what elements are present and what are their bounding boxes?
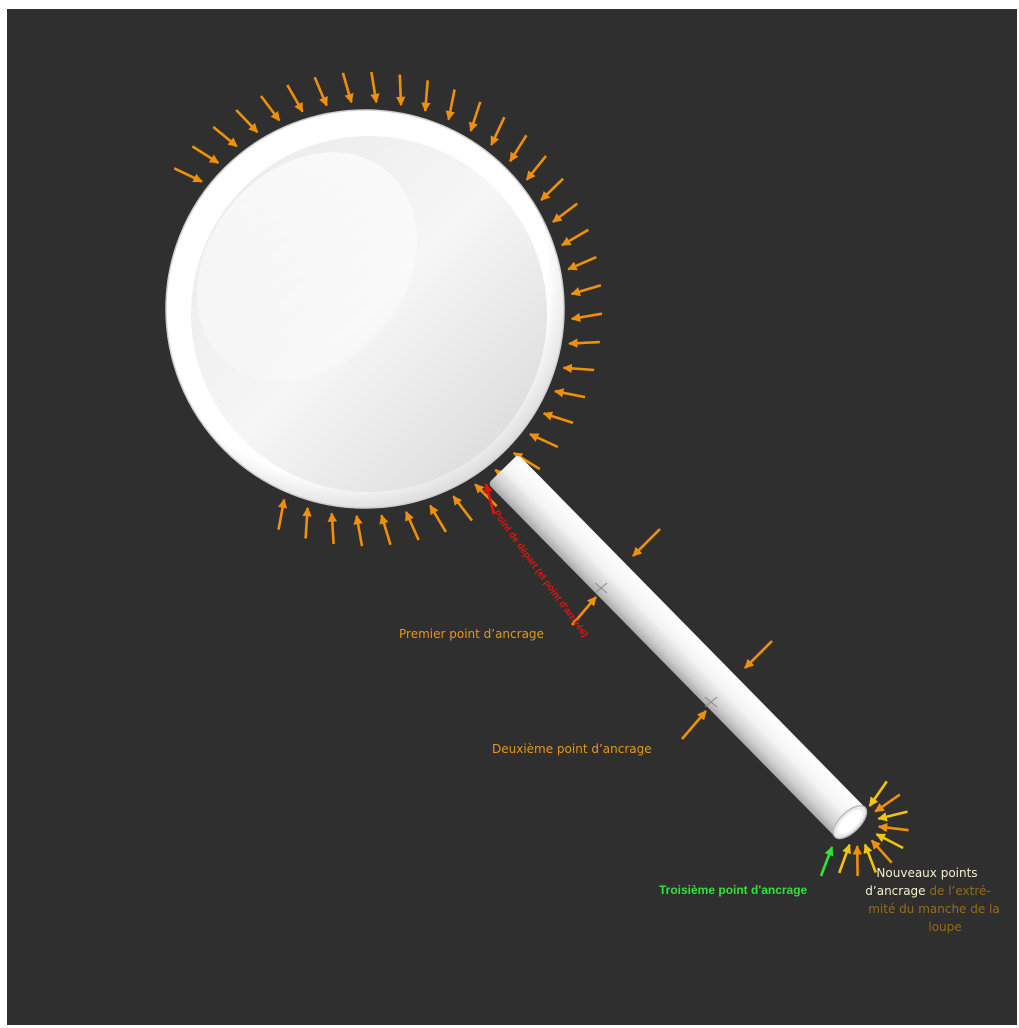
lens-arrow (343, 73, 352, 103)
new-points-label: Nouveaux points d’ancrage de l’extré- mi… (865, 866, 999, 934)
lens-arrow (453, 496, 472, 520)
handle-arrow-3 (745, 641, 772, 668)
lens-arrow (491, 117, 504, 145)
new-points-line-2: d’ancrage de l’extré- (865, 884, 990, 898)
lens-arrow (261, 96, 279, 121)
lens-arrow (569, 342, 600, 344)
end-cap-arrow (839, 845, 849, 873)
lens-arrow (425, 80, 428, 111)
lens-arrow (400, 75, 401, 106)
first-anchor-label: Premier point d’ancrage (399, 627, 544, 641)
lens-arrow (568, 257, 596, 269)
third-anchor-label: Troisième point d'ancrage (659, 883, 808, 897)
new-points-line-2a: d’ancrage (865, 884, 925, 898)
lens-arrow (406, 512, 419, 540)
magnifying-glass-lens-icon (152, 108, 564, 508)
handle-arrow-4 (682, 711, 706, 739)
end-cap-arrow (875, 795, 900, 812)
end-cap-arrow (877, 834, 904, 848)
lens-arrow (527, 156, 546, 180)
lens-arrow (430, 506, 446, 532)
end-cap-arrow (865, 845, 876, 873)
lens-arrow (553, 204, 577, 223)
lens-arrow (530, 434, 558, 447)
lens-arrow (382, 515, 391, 544)
lens-arrow (572, 285, 601, 294)
lens-arrow (371, 72, 376, 102)
lens-arrow (236, 110, 257, 132)
new-points-line-1: Nouveaux points (876, 866, 977, 880)
new-points-line-4: loupe (928, 920, 961, 934)
lens-arrow (306, 508, 308, 539)
lens-arrow (510, 135, 526, 161)
third-anchor-marker (821, 847, 832, 876)
lens-arrow (541, 179, 563, 200)
diagram-canvas: Point de départ (et point d'arrivée) Pre… (7, 9, 1017, 1025)
lens-arrow (332, 513, 334, 544)
new-points-line-2b: de l’extré- (926, 884, 991, 898)
lens-arrow (544, 413, 573, 423)
end-cap-arrow (878, 812, 907, 819)
end-cap-arrow (870, 781, 887, 806)
new-points-line-3: mité du manche de la (868, 902, 1000, 916)
lens-arrow (287, 85, 302, 112)
magnifying-glass-handle-icon (488, 454, 872, 844)
lens-arrow (564, 368, 595, 370)
handle-arrow-1 (633, 529, 660, 556)
lens-arrow (279, 500, 285, 530)
end-cap-arrow (872, 840, 892, 862)
lens-arrow (174, 168, 202, 181)
second-anchor-label: Deuxième point d’ancrage (492, 742, 652, 756)
lens-arrow (449, 90, 455, 120)
lens-arrow (572, 314, 602, 319)
end-cap-arrow (879, 827, 909, 831)
magnifier-diagram: Point de départ (et point d'arrivée) Pre… (7, 9, 1017, 1025)
lens-arrow (315, 77, 327, 105)
lens-arrow (562, 230, 589, 246)
lens-arrow (357, 516, 362, 546)
lens-arrow (555, 391, 585, 397)
lens-arrow (213, 127, 237, 146)
lens-arrow (471, 102, 481, 131)
lens-arrow (192, 146, 218, 163)
